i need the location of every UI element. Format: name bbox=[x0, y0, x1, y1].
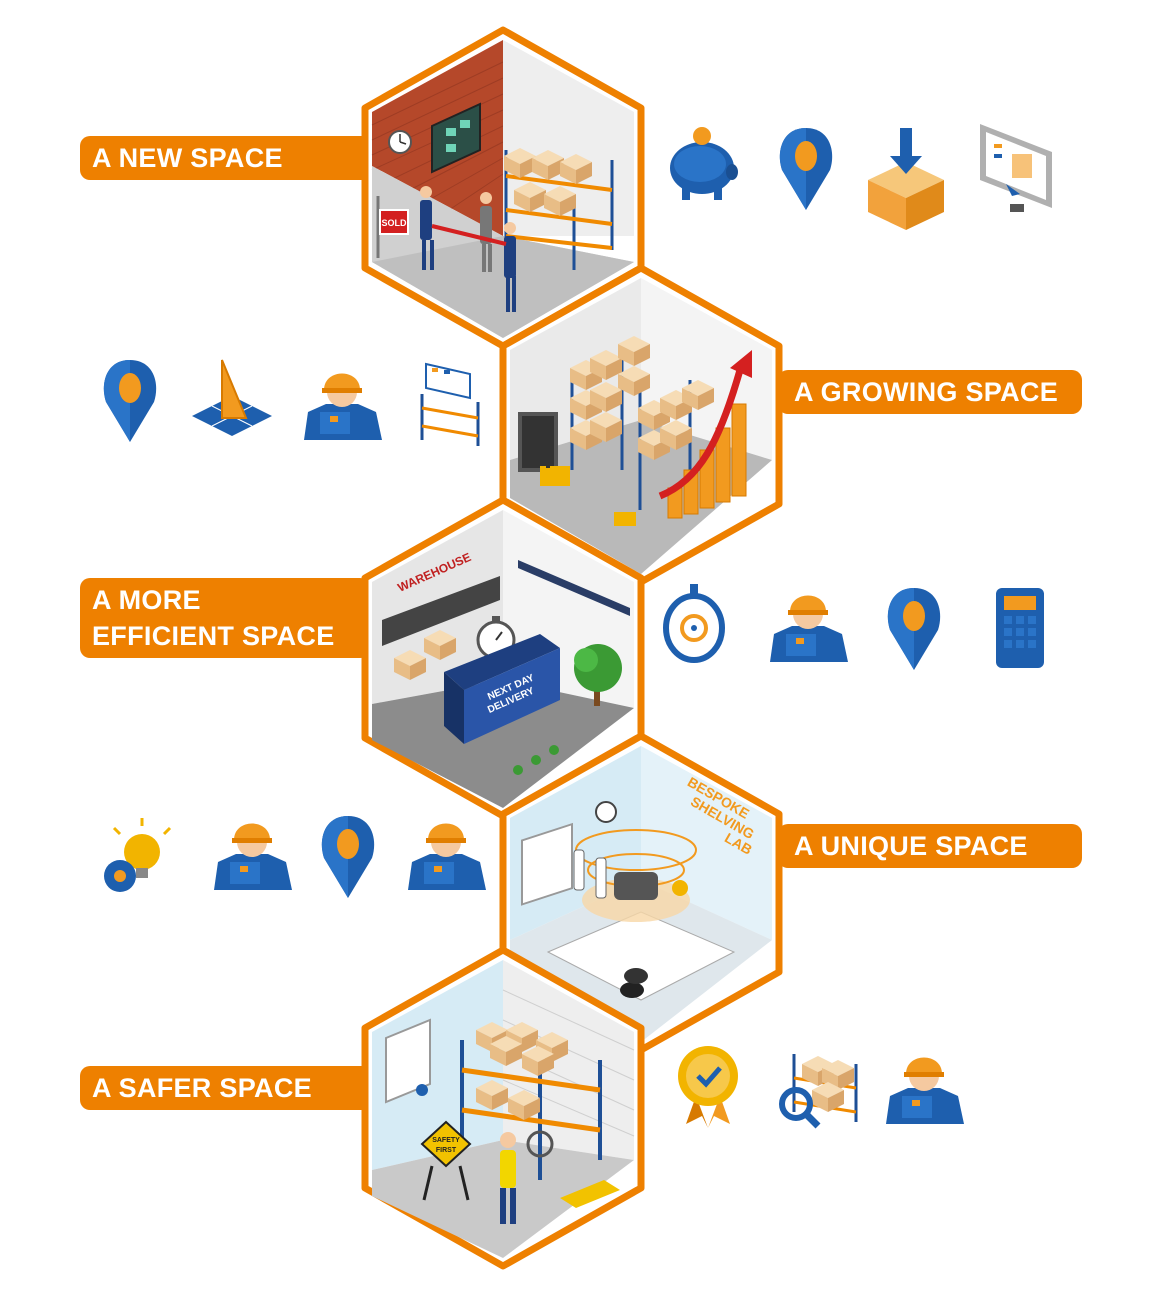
location-pin-icon bbox=[779, 128, 833, 210]
label-efficient-space: A MORE EFFICIENT SPACE bbox=[80, 578, 370, 658]
location-pin-icon bbox=[103, 360, 157, 442]
label-line: A UNIQUE SPACE bbox=[794, 831, 1028, 861]
worker-icon bbox=[304, 373, 382, 440]
label-unique-space: A UNIQUE SPACE bbox=[778, 824, 1082, 868]
location-pin-icon bbox=[321, 816, 375, 898]
label-line: A GROWING SPACE bbox=[794, 377, 1059, 407]
worker-icon bbox=[886, 1057, 964, 1124]
safety-sign-line1: SAFETY bbox=[432, 1137, 460, 1144]
stopwatch-icon bbox=[663, 584, 725, 663]
label-line: A NEW SPACE bbox=[92, 143, 283, 173]
set-square-icon bbox=[192, 359, 272, 436]
label-new-space: A NEW SPACE bbox=[80, 136, 376, 180]
hex-efficient-space: WAREHOUSE NEXT DAY DELIVERY bbox=[361, 496, 645, 820]
shelving-magnifier-icon bbox=[779, 1054, 858, 1129]
monitor-cursor-icon bbox=[980, 124, 1052, 212]
hex-growing-space bbox=[499, 264, 783, 586]
label-line: EFFICIENT SPACE bbox=[92, 621, 335, 651]
label-growing-space: A GROWING SPACE bbox=[778, 370, 1082, 414]
piggy-bank-icon bbox=[670, 127, 738, 200]
hex-new-space: SOLD bbox=[361, 26, 645, 350]
box-download-icon bbox=[868, 128, 944, 230]
location-pin-icon bbox=[887, 588, 941, 670]
calendar-shelving-icon bbox=[420, 362, 480, 446]
sold-sign-text: SOLD bbox=[381, 218, 407, 228]
label-safer-space: A SAFER SPACE bbox=[80, 1066, 376, 1110]
label-line: A MORE bbox=[92, 585, 201, 615]
worker-icon bbox=[408, 823, 486, 890]
lightbulb-tape-icon bbox=[104, 818, 172, 892]
hex-unique-space: BESPOKE SHELVING LAB bbox=[499, 732, 783, 1054]
worker-icon bbox=[770, 595, 848, 662]
quality-badge-icon bbox=[678, 1046, 738, 1128]
calculator-icon bbox=[996, 588, 1044, 668]
safety-sign-line2: FIRST bbox=[436, 1147, 457, 1154]
worker-icon bbox=[214, 823, 292, 890]
hex-safer-space: SAFETY FIRST bbox=[361, 946, 645, 1270]
label-line: A SAFER SPACE bbox=[92, 1073, 312, 1103]
